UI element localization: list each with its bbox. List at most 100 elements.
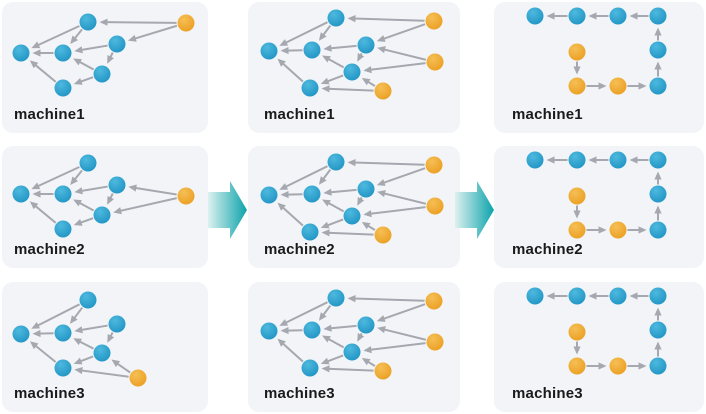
graph-edge (78, 355, 94, 363)
graph-edge-arrowhead (573, 66, 581, 75)
graph-edge-arrowhead (654, 307, 662, 316)
graph-node-blue (93, 65, 111, 83)
graph-edge (329, 44, 357, 50)
graph-edge-arrowhead (654, 61, 662, 70)
graph-edge (382, 328, 427, 341)
graph-node-blue (649, 41, 667, 59)
graph-edge-arrowhead (32, 329, 41, 338)
graph-edge (33, 63, 57, 83)
graph-edge-arrowhead (279, 183, 289, 190)
panel-machine2-ordered: machine2 (494, 146, 704, 268)
graph-node-orange (374, 82, 392, 100)
panel-label: machine3 (14, 385, 85, 402)
graph-edge-arrowhead (280, 46, 289, 55)
graph-edge-arrowhead (598, 82, 607, 90)
graph-edge-arrowhead (32, 190, 41, 198)
graph-edge-arrowhead (377, 190, 386, 198)
graph-node-blue (54, 185, 72, 203)
graph-node-blue (609, 151, 627, 169)
graph-edge-arrowhead (280, 326, 289, 335)
graph-node-blue (649, 321, 667, 339)
panel-label: machine3 (264, 385, 335, 402)
graph-edge-arrowhead (74, 187, 83, 195)
graph-edge-arrowhead (654, 27, 662, 36)
graph-edge-arrowhead (377, 46, 386, 54)
graph-edge-arrowhead (69, 315, 78, 324)
graph-node-blue (260, 322, 278, 340)
graph-node-orange (177, 14, 195, 32)
graph-machine2-merged (260, 153, 444, 244)
graph-edge (327, 231, 374, 236)
graph-node-blue (343, 207, 361, 225)
graph-edge (134, 186, 177, 196)
graph-edge (369, 62, 426, 71)
graph-edge-arrowhead (320, 221, 330, 229)
graph-node-orange (426, 197, 444, 215)
graph-node-blue (303, 321, 321, 339)
graph-edge (78, 340, 95, 350)
graph-node-orange (568, 187, 586, 205)
graph-node-blue (526, 7, 544, 25)
graph-edge-arrowhead (74, 326, 83, 334)
graph-node-blue (303, 185, 321, 203)
graph-edge (36, 303, 80, 327)
graph-node-blue (108, 35, 126, 53)
graph-edge-arrowhead (654, 171, 662, 180)
graph-edge-arrowhead (546, 12, 555, 20)
graph-edge-arrowhead (588, 292, 597, 300)
graph-node-blue (649, 221, 667, 239)
graph-edge-arrowhead (29, 201, 39, 210)
graph-edge (80, 44, 108, 52)
graph-edge-arrowhead (73, 58, 82, 66)
graph-node-blue (260, 42, 278, 60)
graph-edge (382, 48, 427, 61)
graph-node-blue (301, 223, 319, 241)
graph-edge (73, 28, 83, 41)
graph-node-blue (79, 291, 97, 309)
graph-edge (33, 344, 57, 363)
graph-node-blue (343, 63, 361, 81)
graph-edge-arrowhead (573, 346, 581, 355)
graph-edge-arrowhead (74, 46, 83, 54)
graph-edge-arrowhead (321, 85, 330, 93)
graph-edge-arrowhead (629, 156, 638, 164)
graph-edge (133, 24, 178, 40)
graph-edge (80, 185, 108, 193)
graph-edge-arrowhead (277, 58, 286, 67)
graph-edge (326, 57, 345, 69)
graph-node-blue (357, 36, 375, 54)
graph-edge-arrowhead (638, 362, 647, 370)
graph-edge-arrowhead (629, 12, 638, 20)
graph-node-blue (93, 206, 111, 224)
graph-edge (105, 21, 177, 24)
graph-edge (382, 192, 427, 205)
graph-edge (321, 169, 332, 181)
graph-edge (284, 301, 328, 325)
graph-edge-arrowhead (546, 156, 555, 164)
graph-edge-arrowhead (320, 357, 330, 365)
graph-node-blue (108, 176, 126, 194)
graph-edge (36, 25, 80, 47)
graph-edge (327, 367, 374, 372)
graph-edge-arrowhead (357, 53, 365, 62)
graph-node-blue (108, 315, 126, 333)
graph-edge (321, 25, 332, 37)
graph-node-blue (93, 344, 111, 362)
graph-node-orange (568, 323, 586, 341)
graph-node-blue (649, 7, 667, 25)
graph-edge (353, 161, 425, 166)
graph-edge-arrowhead (588, 12, 597, 20)
graph-node-orange (609, 357, 627, 375)
graph-edge-arrowhead (70, 35, 79, 45)
graph-node-orange (426, 53, 444, 71)
graph-edge-arrowhead (31, 321, 41, 329)
graph-node-blue (301, 359, 319, 377)
graph-edge (327, 87, 374, 92)
graph-edge-arrowhead (638, 226, 647, 234)
panel-label: machine2 (512, 241, 583, 258)
graph-node-orange (568, 357, 586, 375)
panel-label: machine2 (14, 241, 85, 258)
transform-arrow-right-icon (455, 181, 494, 239)
graph-edge (36, 166, 80, 188)
graph-node-blue (54, 220, 72, 238)
